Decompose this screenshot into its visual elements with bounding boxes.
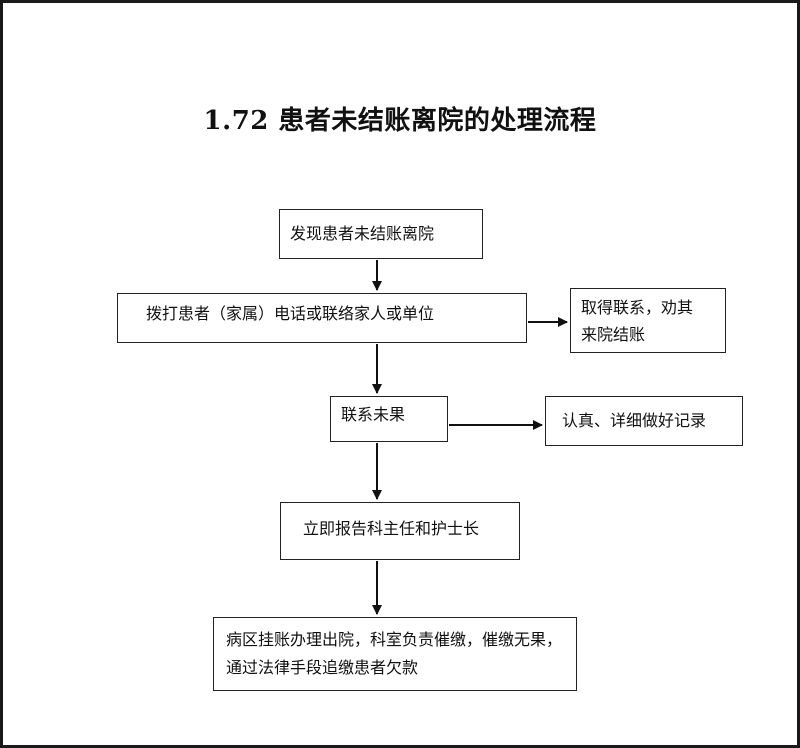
side-contacted-line1: 取得联系，劝其 [581, 298, 694, 317]
step-no-contact-label: 联系未果 [341, 405, 406, 424]
step-no-contact-box: 联系未果 [330, 396, 448, 442]
step-discharge-line2: 通过法律手段追缴患者欠款 [226, 658, 419, 677]
step-discover-label: 发现患者未结账离院 [290, 224, 435, 243]
step-discharge-box: 病区挂账办理出院，科室负责催缴，催缴无果， 通过法律手段追缴患者欠款 [213, 617, 577, 691]
step-contact-box: 拨打患者（家属）电话或联络家人或单位 [117, 293, 527, 343]
page-title: 1.72 患者未结账离院的处理流程 [203, 106, 597, 136]
step-contact-label: 拨打患者（家属）电话或联络家人或单位 [146, 304, 435, 323]
step-discover-box: 发现患者未结账离院 [279, 209, 483, 259]
step-report-box: 立即报告科主任和护士长 [280, 502, 520, 560]
side-record-box: 认真、详细做好记录 [545, 396, 743, 446]
side-contacted-box: 取得联系，劝其 来院结账 [570, 288, 726, 353]
side-contacted-line2: 来院结账 [581, 325, 646, 344]
step-report-label: 立即报告科主任和护士长 [303, 519, 480, 538]
step-discharge-line1: 病区挂账办理出院，科室负责催缴，催缴无果， [226, 630, 563, 649]
side-record-label: 认真、详细做好记录 [562, 411, 707, 430]
